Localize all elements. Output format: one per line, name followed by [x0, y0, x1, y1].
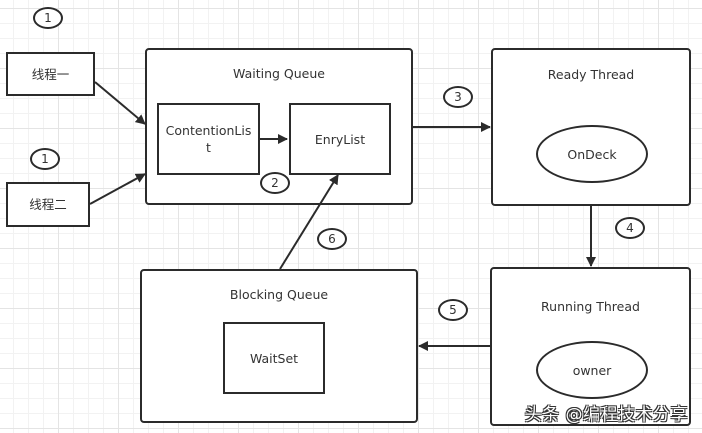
running-thread-container[interactable]: Running Thread owner: [490, 267, 691, 426]
blocking-queue-container[interactable]: Blocking Queue WaitSet: [140, 269, 418, 423]
ready-thread-title: Ready Thread: [547, 67, 635, 82]
owner-label: owner: [572, 362, 612, 378]
step-badge-5: 5: [438, 299, 468, 321]
ondeck-node[interactable]: OnDeck: [536, 125, 648, 183]
entry-list-box[interactable]: EnryList: [289, 103, 391, 175]
watermark: 头条 @编程技术分享: [524, 405, 688, 425]
owner-node[interactable]: owner: [536, 341, 648, 399]
waiting-queue-container[interactable]: Waiting Queue ContentionList EnryList: [145, 48, 413, 205]
thread-one-label: 线程一: [31, 66, 70, 82]
waitset-label: WaitSet: [249, 350, 299, 366]
thread-two-label: 线程二: [29, 197, 67, 212]
step-badge-4: 4: [615, 217, 645, 239]
thread-one-box[interactable]: 线程一: [6, 52, 95, 96]
contention-list-box[interactable]: ContentionList: [157, 103, 260, 175]
blocking-queue-title: Blocking Queue: [229, 287, 329, 302]
step-badge-1a: 1: [33, 7, 63, 29]
arrow-thread-one-to-waiting: [94, 81, 146, 125]
contention-list-label: ContentionList: [165, 123, 252, 155]
waiting-queue-title: Waiting Queue: [233, 66, 325, 81]
step-badge-1b: 1: [30, 148, 60, 170]
step-badge-2: 2: [260, 172, 290, 194]
arrow-thread-two-to-waiting: [89, 173, 146, 205]
step-badge-6: 6: [317, 228, 347, 250]
running-thread-title: Running Thread: [541, 299, 640, 314]
thread-two-box[interactable]: 线程二: [6, 182, 90, 227]
ready-thread-container[interactable]: Ready Thread OnDeck: [491, 48, 691, 206]
waitset-box[interactable]: WaitSet: [223, 322, 325, 394]
step-badge-3: 3: [443, 86, 473, 108]
ondeck-label: OnDeck: [567, 146, 617, 162]
entry-list-label: EnryList: [314, 131, 366, 147]
